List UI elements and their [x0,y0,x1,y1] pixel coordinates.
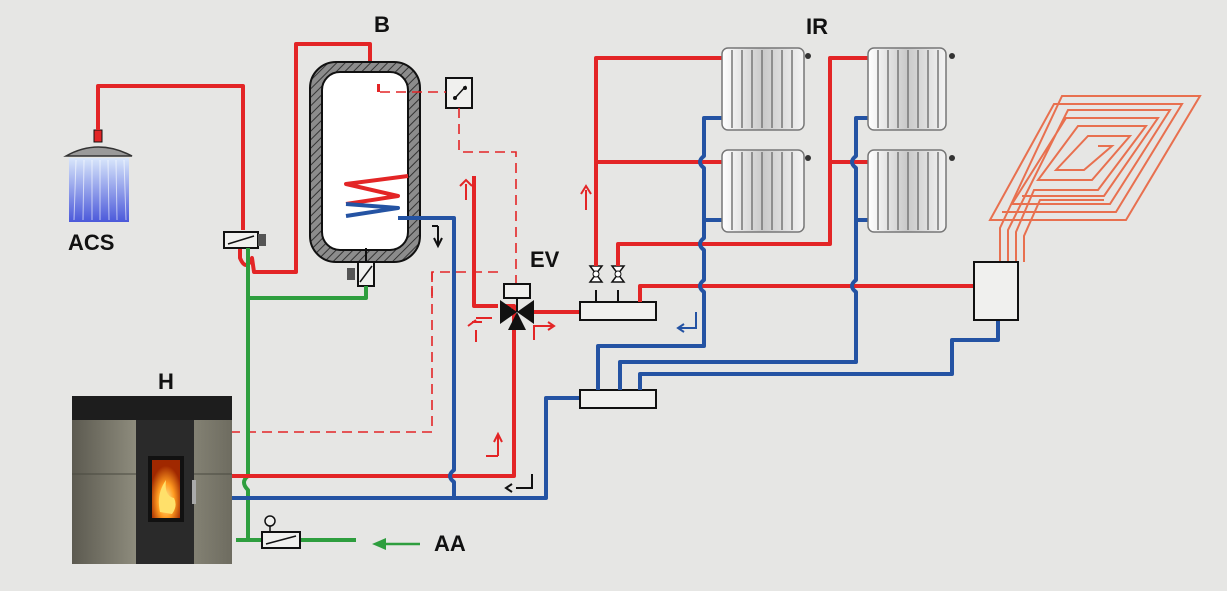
label-boiler: B [374,12,390,37]
safety-valve-icon [261,515,301,549]
label-water-inlet: AA [434,531,466,556]
shower-icon [63,129,133,222]
radiator-bottom-right [867,149,955,233]
radiator-top-left [721,47,811,131]
floor-heating-manifold [973,261,1019,321]
manifold-valves-icon [588,265,626,302]
boiler-tank [309,61,421,263]
boiler-drain-valve-icon [347,248,375,287]
thermostatic-mixer-icon [223,231,266,249]
floor-heating-coil [988,95,1202,262]
pellet-stove [72,396,232,564]
three-way-valve-icon [500,283,534,330]
label-valve: EV [530,247,560,272]
return-manifold [579,389,657,409]
flow-arrows [432,178,697,493]
label-heater: H [158,369,174,394]
label-acs: ACS [68,230,114,255]
inlet-arrow-icon [372,538,420,550]
label-radiators: IR [806,14,828,39]
radiator-top-right [867,47,955,131]
control-signal-lines [232,91,517,433]
thermostat-icon [445,77,473,109]
radiator-bottom-left [721,149,811,233]
heater-return-pipe [232,216,580,500]
supply-manifold [579,301,657,321]
